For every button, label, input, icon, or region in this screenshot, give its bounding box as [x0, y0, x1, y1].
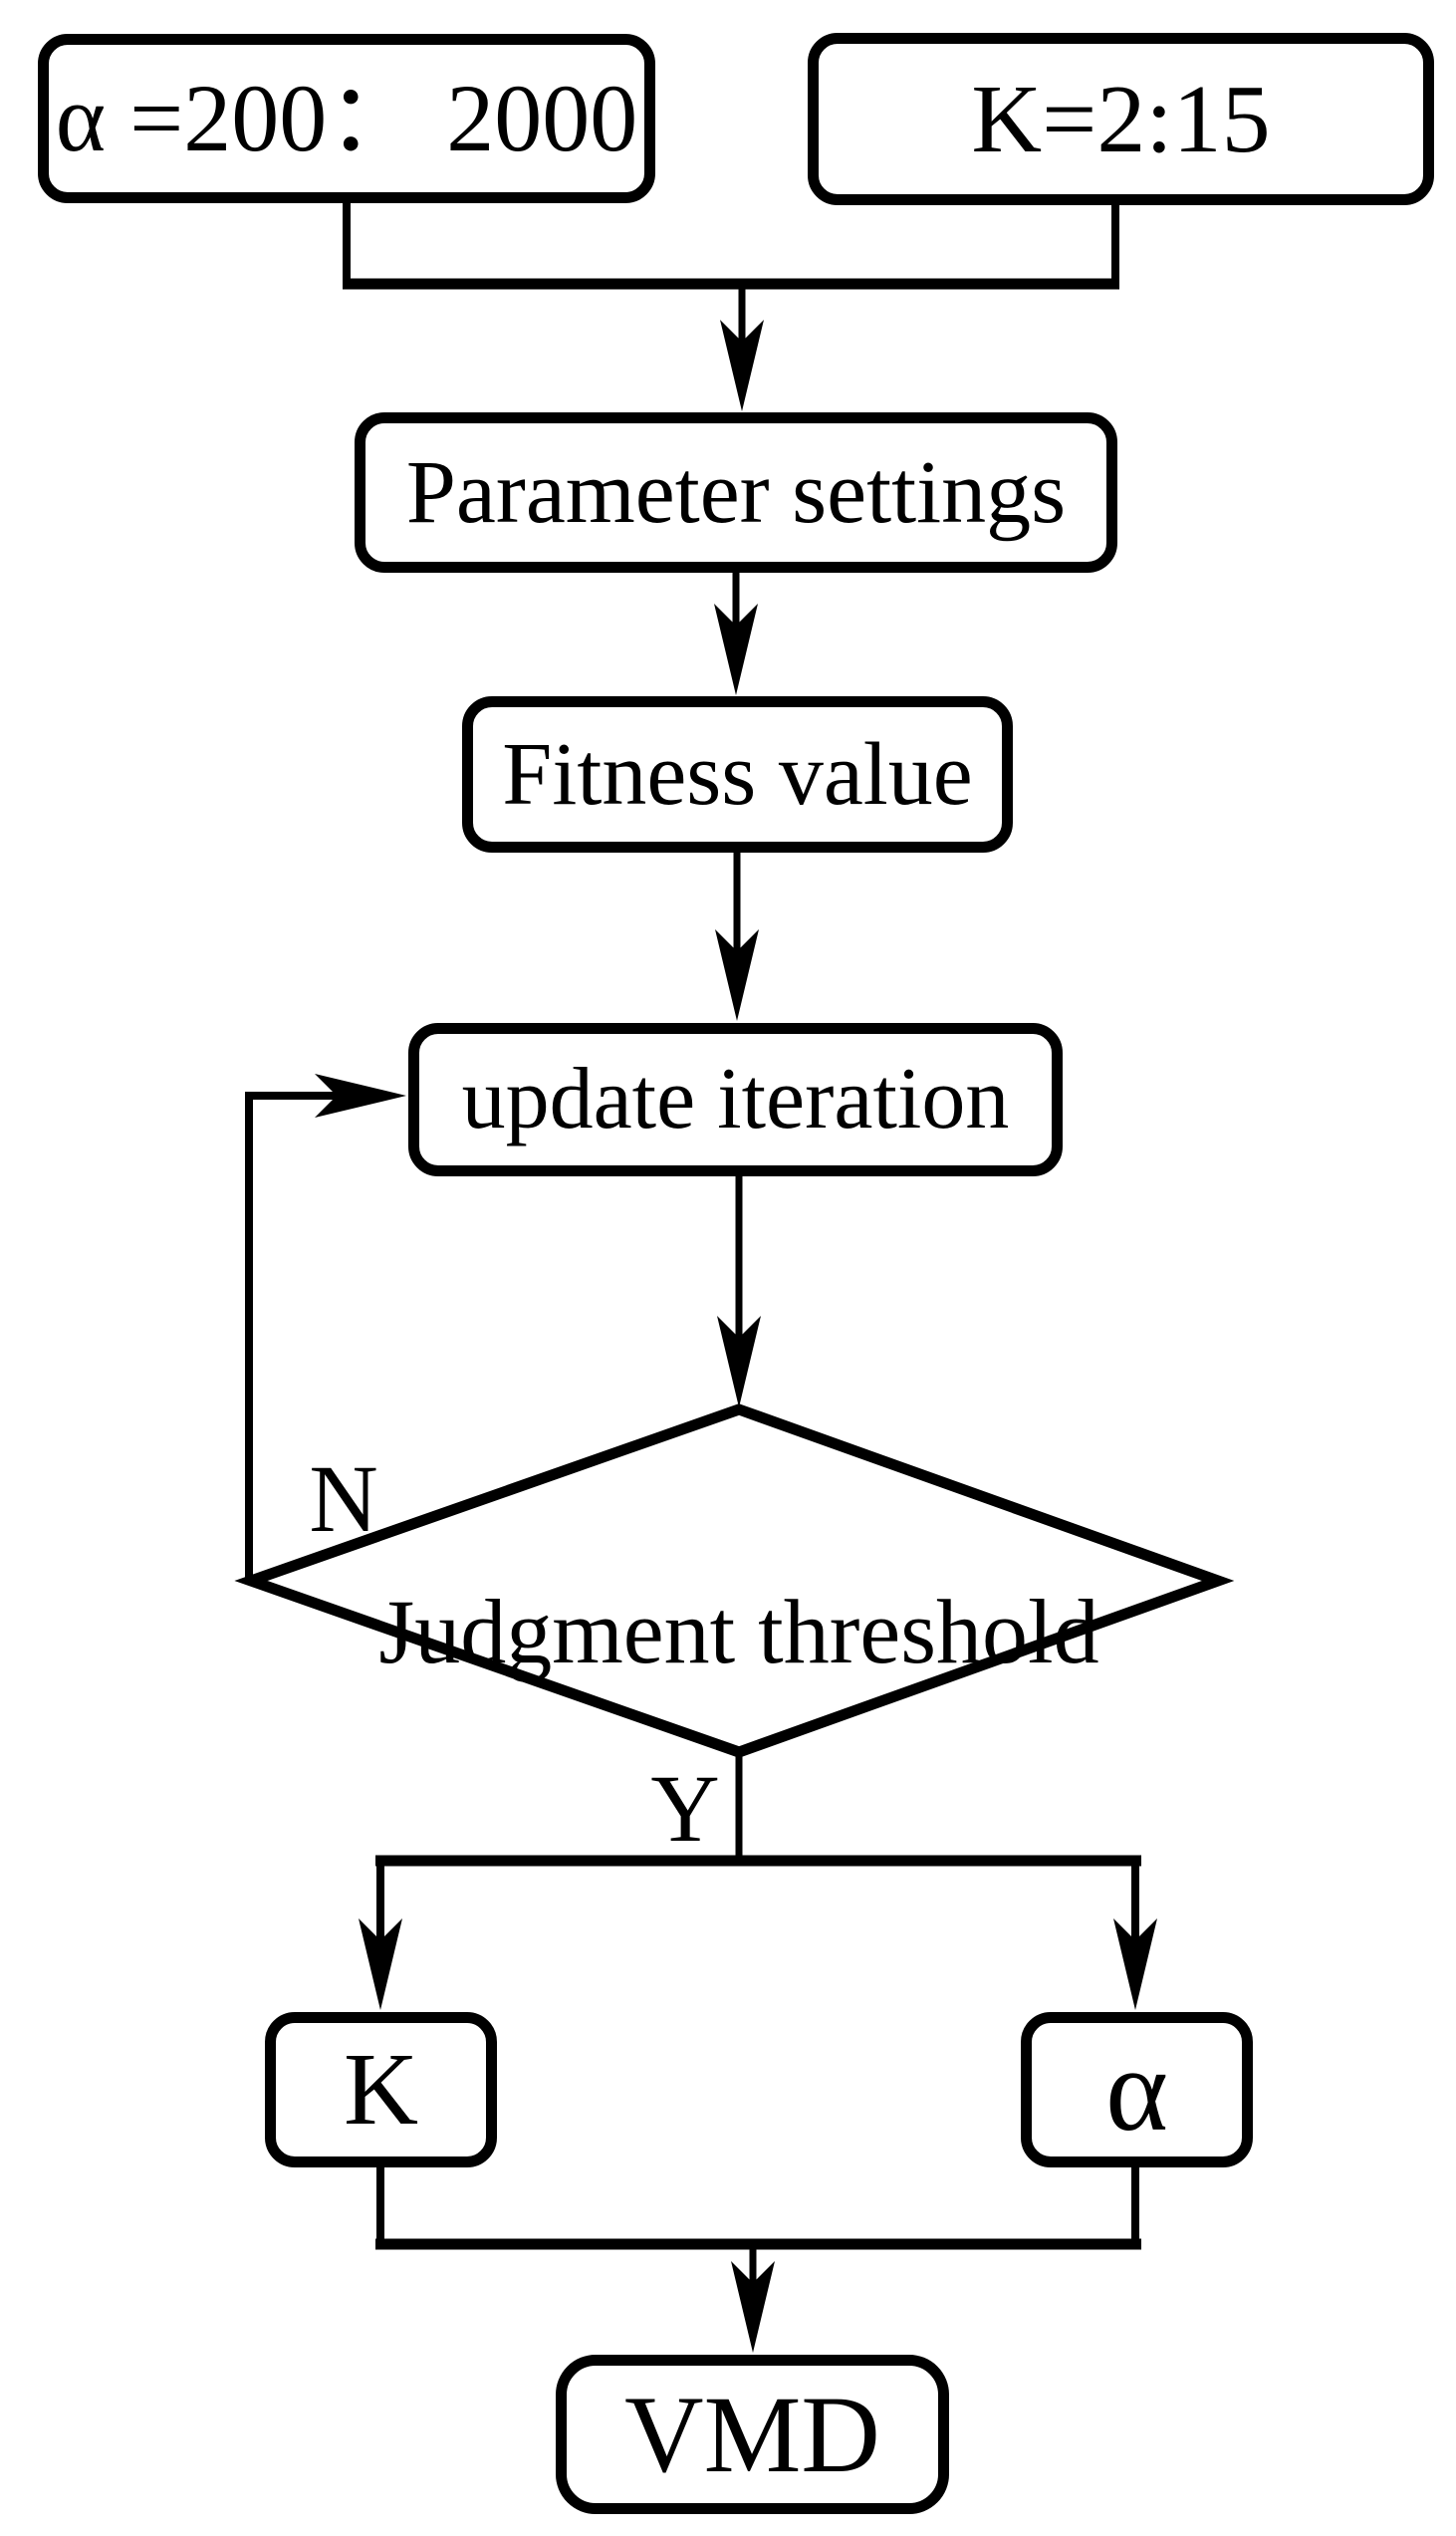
arrow-down-icon: [1113, 1918, 1157, 2010]
node-alpha-output-label: α: [1105, 2023, 1168, 2156]
arrow-to-fitness-value: [714, 572, 758, 695]
node-parameter-settings: Parameter settings: [355, 412, 1117, 573]
loop-line: [245, 1092, 342, 1581]
decision-label-text: Judgment threshold: [378, 1581, 1099, 1682]
node-update-iteration: update iteration: [408, 1023, 1063, 1176]
node-vmd: VMD: [556, 2355, 949, 2514]
arrow-down-icon: [715, 929, 759, 1021]
node-k-range-label: K=2:15: [971, 65, 1271, 173]
node-k-output: K: [265, 2012, 497, 2167]
arrow-to-update-iteration: [715, 852, 759, 1021]
connector-no-loop: [245, 1074, 406, 1581]
arrow-down-icon: [359, 1918, 402, 2010]
node-k-output-label: K: [343, 2032, 419, 2147]
branch-label-no-text: N: [309, 1444, 378, 1552]
arrow-to-judgment-threshold: [717, 1175, 761, 1407]
node-alpha-output: α: [1021, 2012, 1253, 2167]
branch-label-yes: Y: [640, 1756, 730, 1861]
node-alpha-range: α =200： 2000: [38, 34, 655, 203]
connector-inputs-merge: [343, 201, 1119, 290]
arrow-to-vmd: [731, 2249, 775, 2353]
node-fitness-value-label: Fitness value: [502, 724, 973, 824]
connector-yes-split: [375, 1752, 1141, 1944]
branch-label-no: N: [299, 1446, 388, 1551]
arrow-right-icon: [315, 1074, 406, 1118]
node-parameter-settings-label: Parameter settings: [405, 442, 1067, 542]
arrow-down-icon: [731, 2261, 775, 2353]
node-update-iteration-label: update iteration: [461, 1051, 1010, 1147]
connector-outputs-merge: [375, 2166, 1141, 2250]
arrow-to-parameter-settings: [720, 289, 764, 411]
arrow-down-icon: [717, 1316, 761, 1407]
node-k-range: K=2:15: [808, 33, 1434, 205]
node-vmd-label: VMD: [624, 2374, 880, 2495]
decision-label: Judgment threshold: [291, 1572, 1187, 1691]
node-fitness-value: Fitness value: [462, 696, 1013, 853]
arrow-down-icon: [720, 320, 764, 411]
arrow-down-icon: [714, 604, 758, 695]
node-alpha-range-label: α =200： 2000: [55, 65, 638, 171]
branch-label-yes-text: Y: [650, 1754, 720, 1862]
